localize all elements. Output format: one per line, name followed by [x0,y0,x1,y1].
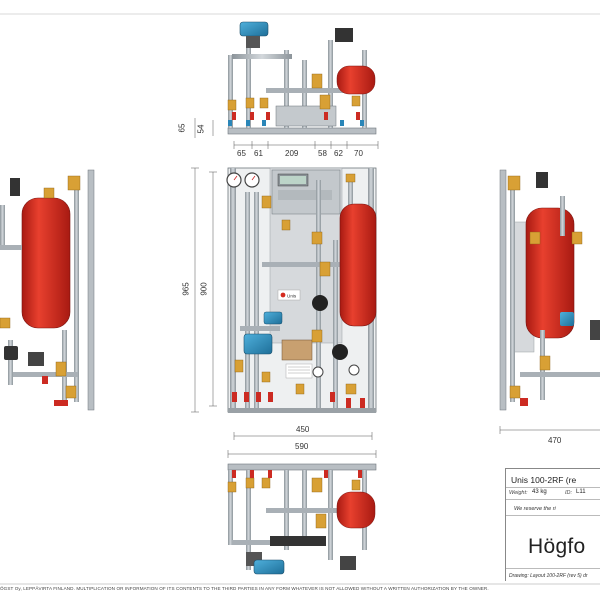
title-block: Unis 100-2RF (re Weight: 43 kg ID: L11 W… [505,468,600,581]
company-logo: Högfo [528,535,586,558]
weight-value: 43 kg [532,489,547,495]
top-pump [239,21,269,37]
dim-height-outer: 965 [181,282,191,296]
left-side-view [0,169,95,411]
drawing-label: Drawing: [509,573,529,579]
pump-lower [243,333,273,355]
panel-badge: Unis [287,294,297,299]
right-side-view [499,169,600,411]
dim-top-width-3: 209 [285,149,299,158]
dim-top-width-2: 61 [254,149,263,158]
drawing-reference: Drawing: Layout 100-2RF (rev 5) dr [509,573,588,579]
model-name: Unis 100-2RF (re [511,475,577,485]
front-view: Unis [226,167,377,413]
heat-exchanger [281,339,313,361]
dim-top-depth-inner: 54 [196,124,206,134]
dim-top-width-1: 65 [237,149,246,158]
top-view [227,21,377,135]
dim-width-outer: 590 [295,442,309,451]
dim-top-width-4: 58 [318,149,327,158]
bottom-view [227,463,377,575]
dim-height-inner: 900 [199,282,209,296]
copyright-footer: ÖGST Oy, LEPPÄVIRTA FINLAND. MULTIPLICAT… [0,586,489,591]
bottom-pump [253,559,285,575]
bottom-tank [336,491,376,529]
drawing-value: Layout 100-2RF (rev 5) dr [530,573,588,579]
reserve-note: We reserve the ri [514,506,556,512]
weight-label: Weight: [509,490,528,496]
dim-top-width-5: 62 [334,149,343,158]
dim-depth: 470 [548,436,562,445]
expansion-tank [339,203,377,327]
left-tank [21,197,71,329]
dim-width-inner: 450 [296,425,310,434]
id-value: L11 [576,489,586,495]
dim-top-depth-outer: 65 [177,123,187,133]
id-label: ID: [565,490,573,496]
pump-upper [263,311,283,325]
dim-top-width-6: 70 [354,149,363,158]
top-tank [336,65,376,95]
